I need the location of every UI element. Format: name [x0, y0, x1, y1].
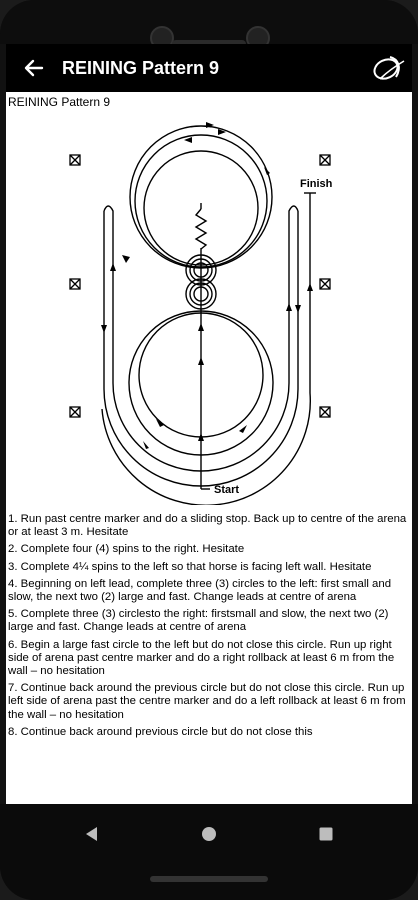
content-area[interactable]: REINING Pattern 9	[6, 92, 412, 804]
pattern-diagram: Finish Start	[69, 122, 333, 505]
step-item: 6. Begin a large fast circle to the left…	[8, 638, 395, 678]
nav-back-button[interactable]	[78, 820, 106, 848]
start-label: Start	[214, 484, 239, 496]
arena-markers	[69, 154, 331, 418]
steps-list: 1. Run past centre marker and do a slidi…	[6, 505, 412, 739]
step-item: 7. Continue back around the previous cir…	[8, 682, 406, 721]
step-item: 4. Beginning on left lead, complete thre…	[8, 577, 392, 604]
backup-zigzag	[194, 208, 208, 250]
step-item: 3. Complete 4¼ spins to the left so that…	[8, 560, 372, 573]
system-nav-bar	[0, 804, 418, 900]
back-button[interactable]	[6, 44, 62, 92]
step-item: 2. Complete four (4) spins to the right.…	[8, 543, 245, 556]
top-circle-large-2	[129, 125, 273, 269]
square-recents-icon	[319, 827, 333, 841]
brand-logo-icon	[373, 56, 405, 80]
step-item: 1. Run past centre marker and do a slidi…	[8, 513, 407, 539]
circle-home-icon	[202, 827, 216, 841]
bottom-bezel-bar	[150, 876, 268, 882]
phone-bezel	[0, 0, 418, 44]
finish-label: Finish	[300, 178, 333, 190]
nav-recents-button[interactable]	[312, 820, 340, 848]
content-heading: REINING Pattern 9	[8, 95, 111, 109]
app-bar: REINING Pattern 9	[6, 44, 412, 92]
nav-home-button[interactable]	[195, 820, 223, 848]
top-circle-large-1	[134, 134, 268, 268]
arrow-left-icon	[24, 59, 44, 77]
bottom-path-3	[101, 199, 312, 505]
step-item: 8. Continue back around previous circle …	[8, 725, 313, 738]
triangle-back-icon	[86, 827, 97, 841]
brand-logo	[364, 44, 412, 92]
page-title: REINING Pattern 9	[62, 57, 220, 78]
step-item: 5. Complete three (3) circlesto the righ…	[8, 608, 389, 634]
